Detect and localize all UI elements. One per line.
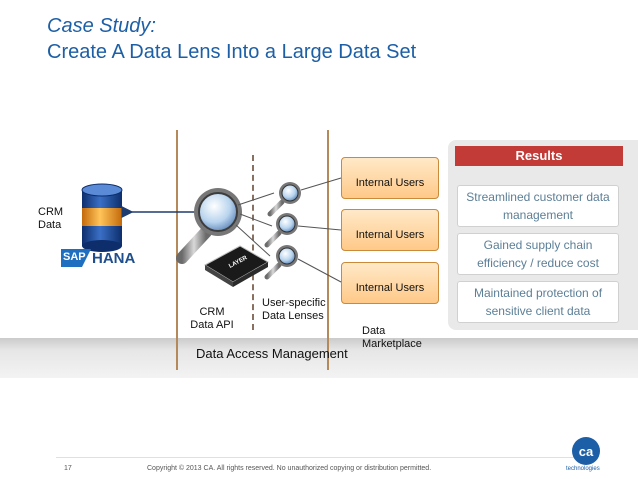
small-magnifier-icon <box>264 213 298 248</box>
access-management-label: Data Access Management <box>196 346 348 361</box>
footer-divider <box>56 457 576 458</box>
separator-line <box>176 130 178 370</box>
slide-title-line1: Case Study: <box>47 15 156 37</box>
separator-line <box>327 130 329 370</box>
dashed-separator <box>252 155 254 330</box>
internal-users-label: Internal Users <box>355 177 425 189</box>
result-item: Gained supply chain efficiency / reduce … <box>457 233 619 275</box>
slide-title-line2: Create A Data Lens Into a Large Data Set <box>47 41 417 63</box>
result-item: Streamlined customer data management <box>457 185 619 227</box>
crm-data-label: CRM Data <box>38 206 64 231</box>
small-magnifier-icon <box>264 245 298 280</box>
internal-users-label: Internal Users <box>355 282 425 294</box>
data-lenses-label: User-specific Data Lenses <box>262 297 326 322</box>
copyright-notice: Copyright © 2013 CA. All rights reserved… <box>147 465 432 472</box>
internal-users-box: Internal Users <box>341 157 439 199</box>
crm-api-label: CRM Data API <box>190 306 234 331</box>
svg-text:ca: ca <box>579 444 594 459</box>
sap-logo: SAP <box>61 249 91 267</box>
internal-users-box: Internal Users <box>341 262 439 304</box>
magnifier-icon <box>176 188 242 264</box>
small-magnifier-icon <box>267 182 301 217</box>
hana-label: HANA <box>92 250 136 267</box>
marketplace-label: Data Marketplace <box>362 325 422 350</box>
results-header: Results <box>455 146 623 166</box>
gateway-chip-icon: LAYER <box>203 245 270 287</box>
logo-subtext: technologies <box>566 466 600 472</box>
page-number: 17 <box>64 465 72 472</box>
internal-users-label: Internal Users <box>355 229 425 241</box>
result-item: Maintained protection of sensitive clien… <box>457 281 619 323</box>
ca-logo-icon: ca <box>572 437 600 465</box>
internal-users-box: Internal Users <box>341 209 439 251</box>
access-management-band <box>0 338 638 378</box>
database-icon <box>81 183 123 252</box>
